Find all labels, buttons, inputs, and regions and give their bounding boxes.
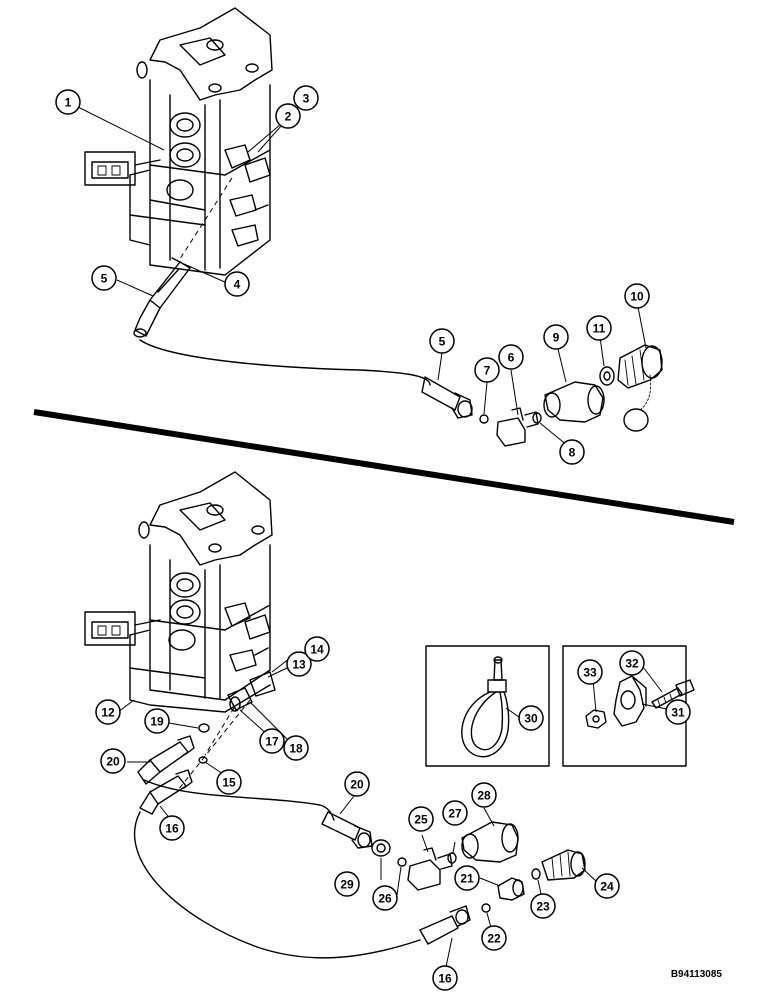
- svg-text:1: 1: [65, 96, 72, 110]
- svg-text:12: 12: [101, 706, 115, 720]
- svg-text:24: 24: [600, 880, 614, 894]
- callout-8: 8: [559, 439, 585, 465]
- callout-6: 6: [498, 344, 524, 370]
- lower-quick-coupler-line: [133, 699, 586, 959]
- callout-2: 2: [275, 103, 301, 129]
- svg-text:27: 27: [448, 807, 462, 821]
- svg-text:30: 30: [524, 712, 538, 726]
- svg-text:22: 22: [487, 932, 501, 946]
- callout-12: 12: [95, 699, 121, 725]
- callout-14: 14: [304, 636, 330, 662]
- callout-27: 27: [442, 800, 468, 826]
- callout-16: 16: [159, 815, 185, 841]
- svg-text:20: 20: [106, 755, 120, 769]
- callout-15: 15: [216, 769, 242, 795]
- callout-11: 11: [586, 315, 612, 341]
- callout-4: 4: [224, 271, 250, 297]
- svg-text:13: 13: [292, 658, 306, 672]
- callout-5: 5: [91, 265, 117, 291]
- svg-text:25: 25: [414, 813, 428, 827]
- svg-text:4: 4: [234, 278, 241, 292]
- svg-text:20: 20: [350, 778, 364, 792]
- upper-valve-assembly: [84, 7, 273, 276]
- callout-31: 31: [665, 699, 691, 725]
- callout-10: 10: [624, 283, 650, 309]
- callout-17: 17: [259, 728, 285, 754]
- callout-21: 21: [454, 865, 480, 891]
- callout-20: 20: [344, 771, 370, 797]
- callouts: 1 2 3 4 5 5 6 7 8 9 10 11 12 13 14 15 16…: [55, 85, 691, 991]
- callout-23: 23: [530, 893, 556, 919]
- callout-19: 19: [144, 708, 170, 734]
- svg-text:15: 15: [222, 776, 236, 790]
- callout-29: 29: [334, 871, 360, 897]
- callout-20: 20: [100, 748, 126, 774]
- svg-text:19: 19: [150, 715, 164, 729]
- callout-13: 13: [286, 651, 312, 677]
- upper-quick-coupler-line: [133, 177, 663, 447]
- svg-text:5: 5: [439, 335, 446, 349]
- svg-text:9: 9: [553, 331, 560, 345]
- svg-text:3: 3: [303, 92, 310, 106]
- svg-text:11: 11: [593, 322, 606, 336]
- svg-text:6: 6: [508, 351, 515, 365]
- svg-text:5: 5: [101, 272, 108, 286]
- callout-33: 33: [577, 659, 603, 685]
- svg-text:16: 16: [165, 822, 179, 836]
- callout-16: 16: [432, 965, 458, 991]
- svg-text:29: 29: [340, 878, 354, 892]
- svg-text:17: 17: [265, 735, 279, 749]
- callout-18: 18: [283, 735, 309, 761]
- callout-7: 7: [474, 357, 500, 383]
- svg-text:16: 16: [438, 972, 452, 986]
- svg-text:18: 18: [289, 742, 303, 756]
- section-divider: [33, 409, 735, 525]
- svg-text:8: 8: [569, 446, 576, 460]
- svg-text:10: 10: [630, 290, 644, 304]
- lower-valve-assembly: [84, 471, 276, 713]
- leader-lines: [67, 97, 668, 968]
- callout-26: 26: [372, 885, 398, 911]
- callout-28: 28: [471, 782, 497, 808]
- detail-inset-clamp: [425, 645, 550, 767]
- document-code: B94113085: [671, 969, 723, 980]
- callout-22: 22: [481, 925, 507, 951]
- svg-text:21: 21: [460, 872, 474, 886]
- svg-text:7: 7: [484, 364, 491, 378]
- callout-24: 24: [594, 873, 620, 899]
- svg-text:23: 23: [536, 900, 550, 914]
- svg-text:28: 28: [477, 789, 491, 803]
- svg-text:2: 2: [285, 110, 292, 124]
- callout-9: 9: [543, 324, 569, 350]
- svg-text:14: 14: [310, 643, 324, 657]
- callout-32: 32: [619, 650, 645, 676]
- callout-5: 5: [429, 328, 455, 354]
- callout-25: 25: [408, 806, 434, 832]
- svg-text:26: 26: [378, 892, 392, 906]
- svg-text:33: 33: [583, 666, 597, 680]
- callout-30: 30: [518, 705, 544, 731]
- svg-text:31: 31: [671, 706, 685, 720]
- callout-1: 1: [55, 89, 81, 115]
- svg-text:32: 32: [625, 657, 639, 671]
- callout-3: 3: [293, 85, 319, 111]
